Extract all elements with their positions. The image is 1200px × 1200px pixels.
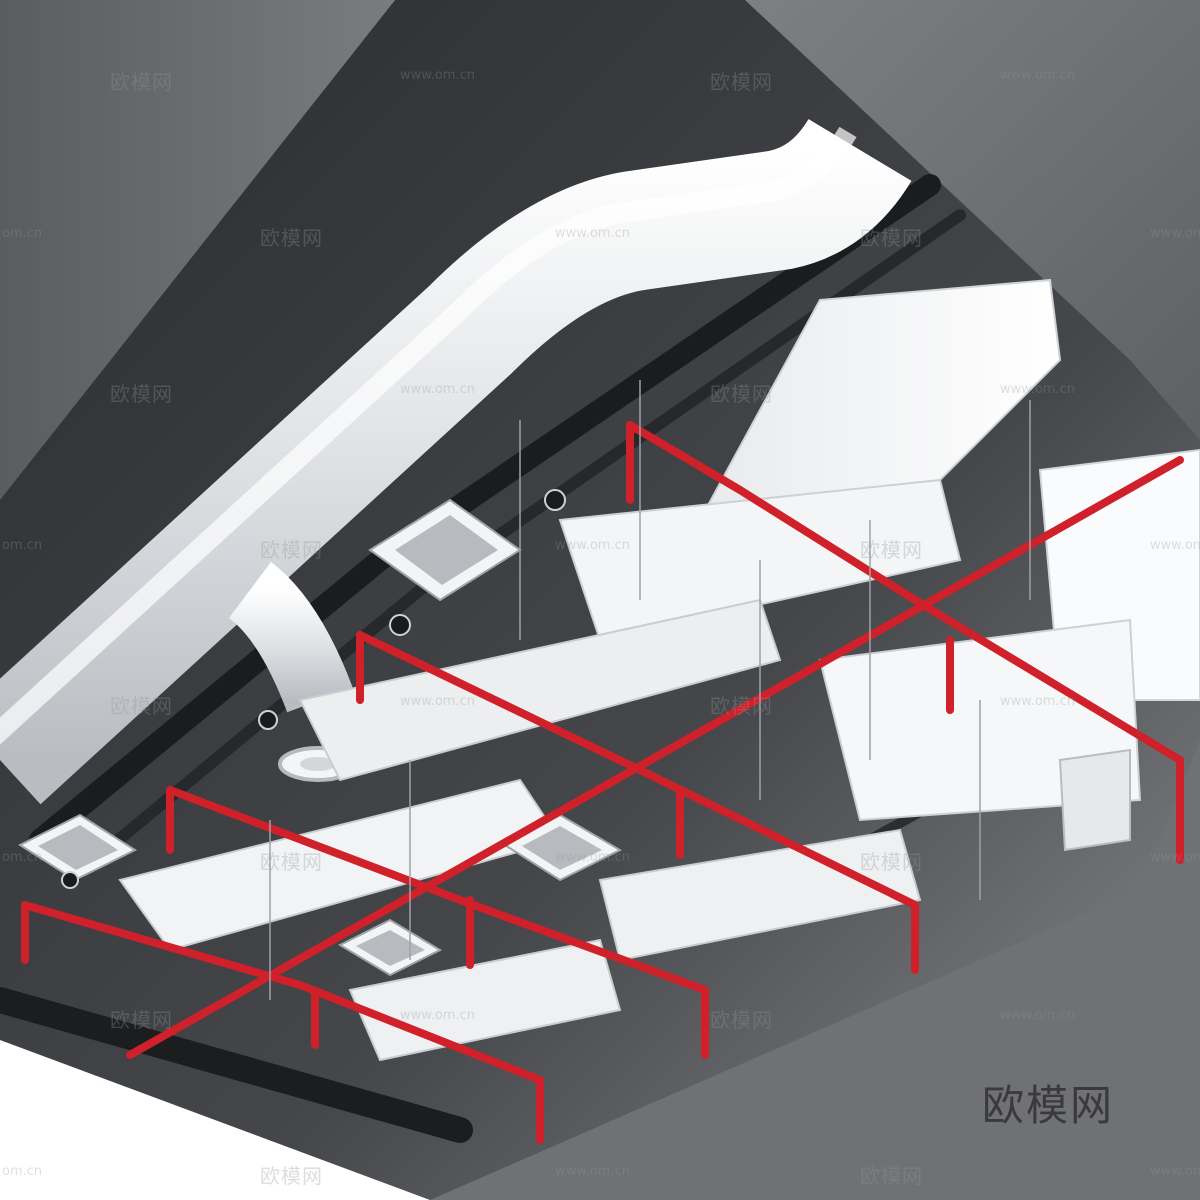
hanger-rods xyxy=(269,380,1031,1000)
ceiling-spotlights xyxy=(61,489,566,889)
brand-logo-text: 欧模网 xyxy=(982,1081,1115,1130)
slab-right-face xyxy=(745,0,1200,440)
slab-left-face xyxy=(0,0,395,500)
cassette-ac-units xyxy=(17,498,623,977)
slab-bottom-strip xyxy=(0,1040,430,1200)
sprinkler-pipe-network xyxy=(21,421,1184,1144)
slab-lower-face xyxy=(430,740,1200,1200)
rectangular-ducts xyxy=(118,278,1200,1062)
